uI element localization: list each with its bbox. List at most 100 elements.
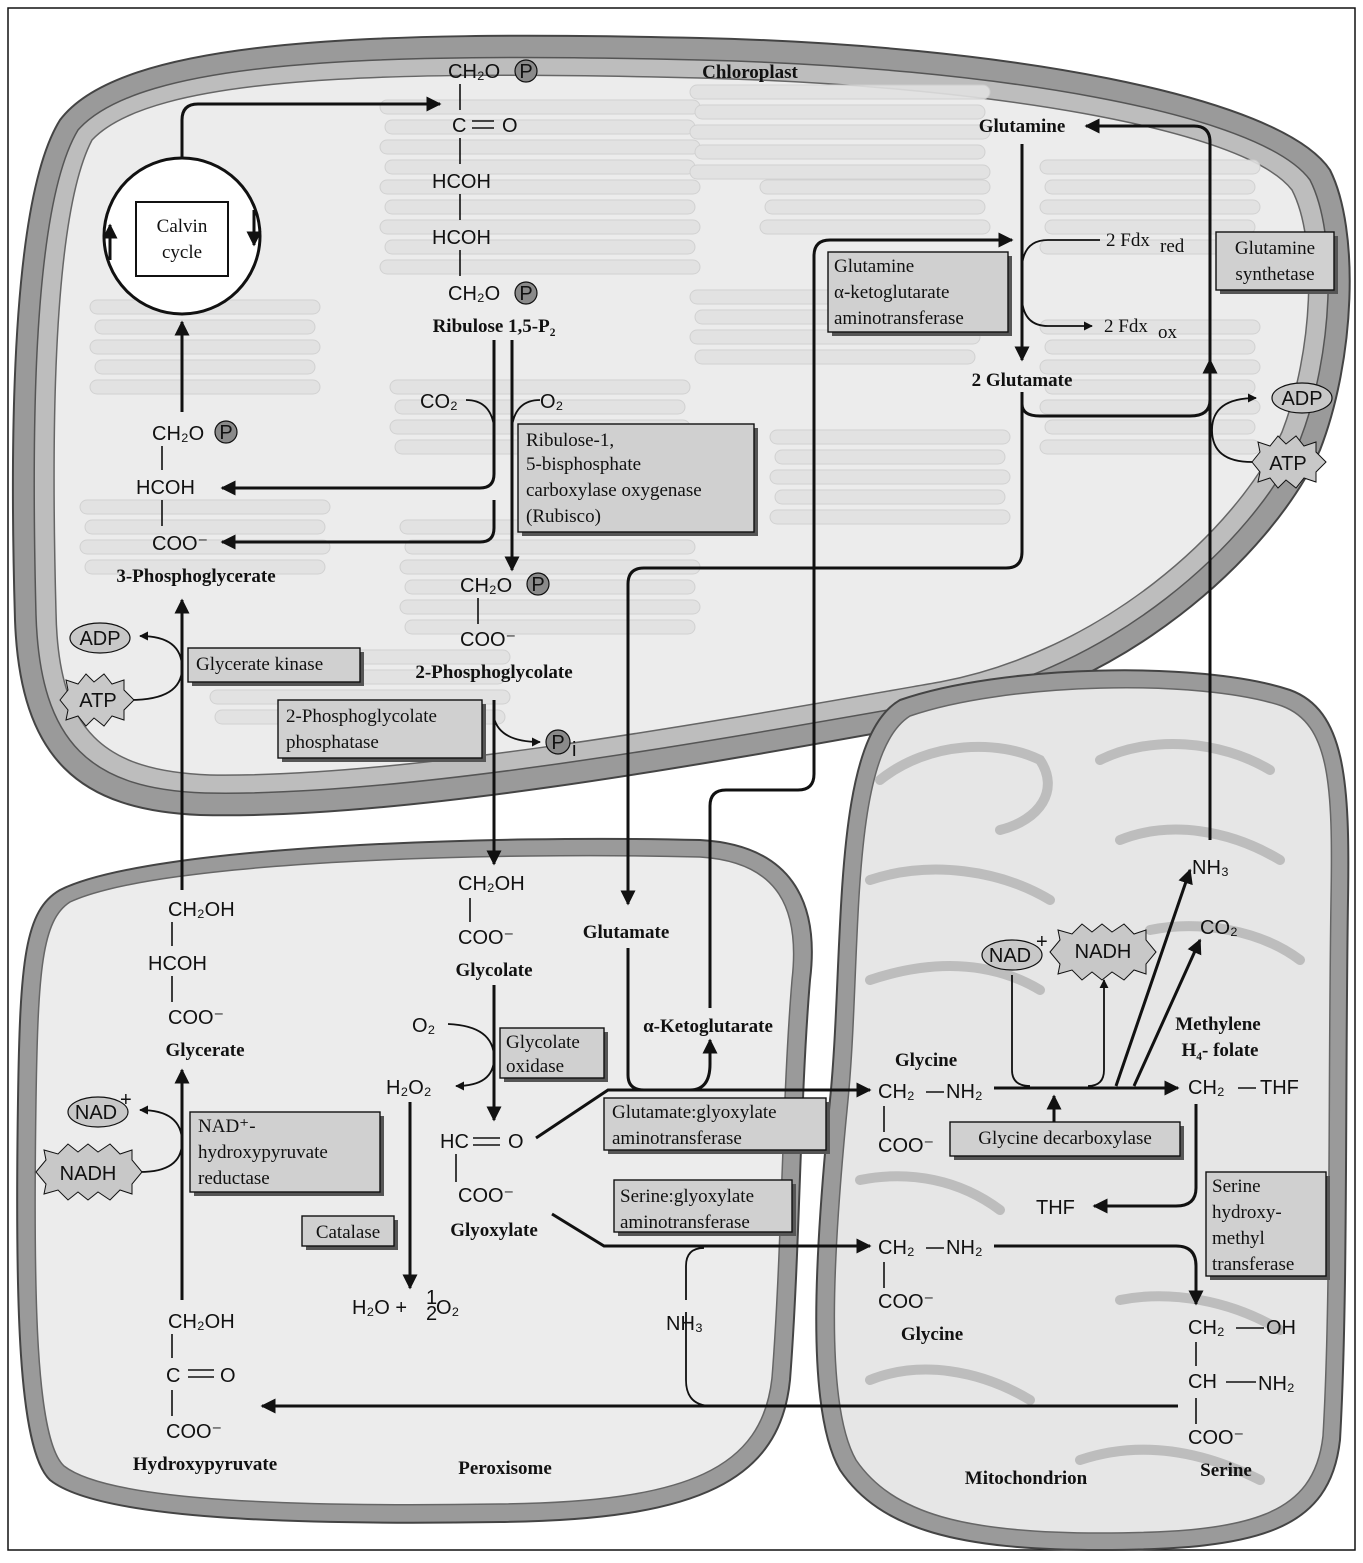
cristae xyxy=(855,738,1305,1485)
pgly-name: 2-Phosphoglycolate xyxy=(415,662,572,683)
pgp-enzyme-box: 2-Phosphoglycolate phosphatase xyxy=(277,699,486,762)
gs-line-2: synthetase xyxy=(1235,264,1314,285)
atp-right: ATP xyxy=(1251,435,1327,489)
mitochondrion xyxy=(815,669,1350,1552)
gogat-enzyme-box: Glutamine α-ketoglutarate aminotransfera… xyxy=(827,251,1012,336)
shmt-line-2: hydroxy- xyxy=(1212,1202,1282,1223)
glycine-1-coo: COO⁻ xyxy=(878,1135,934,1157)
glycine-2: CH₂ NH₂ COO⁻ Glycine xyxy=(878,1237,983,1345)
glycolate-oxidase-box: Glycolate oxidase xyxy=(499,1027,608,1082)
o2-label: O₂ xyxy=(540,391,563,413)
fdx-ox-label: 2 Fdx xyxy=(1104,316,1148,337)
glycolate-name: Glycolate xyxy=(455,960,532,981)
glycolate-oxidase-line-2: oxidase xyxy=(506,1056,564,1077)
glycolate-coo: COO⁻ xyxy=(458,927,514,949)
catalase-box: Catalase xyxy=(301,1215,398,1250)
peroxisome-label: Peroxisome xyxy=(458,1458,552,1479)
hp-name: Hydroxypyruvate xyxy=(133,1454,277,1475)
nad-mito: NAD + xyxy=(981,931,1048,971)
phosphate-icon xyxy=(545,729,571,755)
rubisco-line-2: 5-bisphosphate xyxy=(526,454,641,475)
methylene-line-1: Methylene xyxy=(1175,1014,1260,1035)
glyoxylate: HC O COO⁻ Glyoxylate xyxy=(440,1131,538,1241)
pgly-ch2o: CH₂O xyxy=(460,575,512,597)
methylene-line-2: H₄- folate xyxy=(1182,1040,1259,1061)
pi-label: P xyxy=(551,732,564,754)
bond-lines xyxy=(161,84,1264,1424)
phosphate-label: P xyxy=(531,574,544,596)
pgp-line-1: 2-Phosphoglycolate xyxy=(286,706,437,727)
gdc-enzyme-box: Glycine decarboxylase xyxy=(949,1121,1184,1160)
glycerate: CH₂OH HCOH COO⁻ Glycerate xyxy=(148,899,245,1061)
glycerate-name: Glycerate xyxy=(165,1040,244,1061)
half-numerator: 1 xyxy=(426,1287,437,1309)
pga-ch2o: CH₂O xyxy=(152,423,204,445)
serine-ch: CH xyxy=(1188,1371,1217,1393)
rubp-hcoh-2: HCOH xyxy=(432,227,491,249)
ggat-line-1: Glutamate:glyoxylate xyxy=(612,1102,777,1123)
2-phosphoglycolate: CH₂O P COO⁻ 2-Phosphoglycolate xyxy=(415,572,573,683)
adp-left: ADP xyxy=(69,622,131,654)
gs-line-1: Glutamine xyxy=(1235,238,1315,259)
gogat-line-3: aminotransferase xyxy=(834,308,964,329)
pgp-line-2: phosphatase xyxy=(286,732,379,753)
glyoxylate-coo: COO⁻ xyxy=(458,1185,514,1207)
glycolate-oxidase-line-1: Glycolate xyxy=(506,1032,580,1053)
nad-left: NAD + xyxy=(67,1089,132,1128)
fdx-red: 2 Fdx red xyxy=(1106,230,1185,257)
sgat-line-1: Serine:glyoxylate xyxy=(620,1186,754,1207)
glycine-2-name: Glycine xyxy=(901,1324,963,1345)
nadh-left: NADH xyxy=(35,1143,143,1201)
adp-right: ADP xyxy=(1271,382,1333,414)
pi-subscript: i xyxy=(572,739,576,761)
co2-label: CO₂ xyxy=(420,391,458,413)
o2-perox-label: O₂ xyxy=(412,1015,435,1037)
thf-label: THF xyxy=(1036,1197,1075,1219)
gogat-line-2: α-ketoglutarate xyxy=(834,282,949,303)
glyoxylate-hc: HC xyxy=(440,1131,469,1153)
phosphate-label: P xyxy=(519,283,532,305)
rubisco-line-1: Ribulose-1, xyxy=(526,430,614,451)
methylene-thf: Methylene H₄- folate CH₂ THF xyxy=(1175,1014,1299,1099)
hp-o: O xyxy=(220,1365,236,1387)
pga-name: 3-Phosphoglycerate xyxy=(116,566,275,587)
catalase-label: Catalase xyxy=(316,1222,380,1243)
fdx-red-subscript: red xyxy=(1160,236,1185,257)
glycerate-coo: COO⁻ xyxy=(168,1007,224,1029)
sgat-enzyme-box: Serine:glyoxylate aminotransferase xyxy=(613,1179,796,1236)
glycine-1: Glycine CH₂ NH₂ COO⁻ xyxy=(878,1050,983,1157)
hpr-line-2: hydroxypyruvate xyxy=(198,1142,328,1163)
hpr-enzyme-box: NAD⁺- hydroxypyruvate reductase xyxy=(189,1111,384,1196)
peroxisome xyxy=(16,837,813,1524)
phosphate-icon xyxy=(514,59,538,83)
methylene-thf-label: THF xyxy=(1260,1077,1299,1099)
serine: CH₂ OH CH NH₂ COO⁻ Serine xyxy=(1188,1317,1296,1481)
water-label: H₂O + xyxy=(352,1297,407,1319)
hydroxypyruvate: CH₂OH C O COO⁻ Hydroxypyruvate xyxy=(133,1311,277,1475)
gs-enzyme-box: Glutamine synthetase xyxy=(1215,231,1338,294)
pgly-coo: COO⁻ xyxy=(460,629,516,651)
adp-label: ADP xyxy=(1281,388,1322,410)
atp-label: ATP xyxy=(1269,453,1306,475)
shmt-line-4: transferase xyxy=(1212,1254,1294,1275)
glycerate-kinase-box: Glycerate kinase xyxy=(187,647,364,686)
phosphate-icon xyxy=(526,572,550,596)
glyoxylate-name: Glyoxylate xyxy=(450,1220,538,1241)
pga-hcoh: HCOH xyxy=(136,477,195,499)
rubisco-line-4: (Rubisco) xyxy=(526,506,601,527)
nadh-label: NADH xyxy=(1075,941,1132,963)
fdx-ox-subscript: ox xyxy=(1158,322,1178,343)
nh3-perox-label: NH₃ xyxy=(666,1313,703,1335)
chloroplast-label: Chloroplast xyxy=(702,62,798,83)
glycolate-ch2oh: CH₂OH xyxy=(458,873,525,895)
hpr-line-3: reductase xyxy=(198,1168,270,1189)
rubp-ch2o-top: CH₂O xyxy=(448,61,500,83)
gdc-label: Glycine decarboxylase xyxy=(978,1128,1152,1149)
nh3-mito-label: NH₃ xyxy=(1192,857,1229,879)
glycerate-hcoh: HCOH xyxy=(148,953,207,975)
adp-label: ADP xyxy=(79,628,120,650)
calvin-label-1: Calvin xyxy=(157,216,208,237)
phosphate-label: P xyxy=(219,422,232,444)
glycine-1-name: Glycine xyxy=(895,1050,957,1071)
